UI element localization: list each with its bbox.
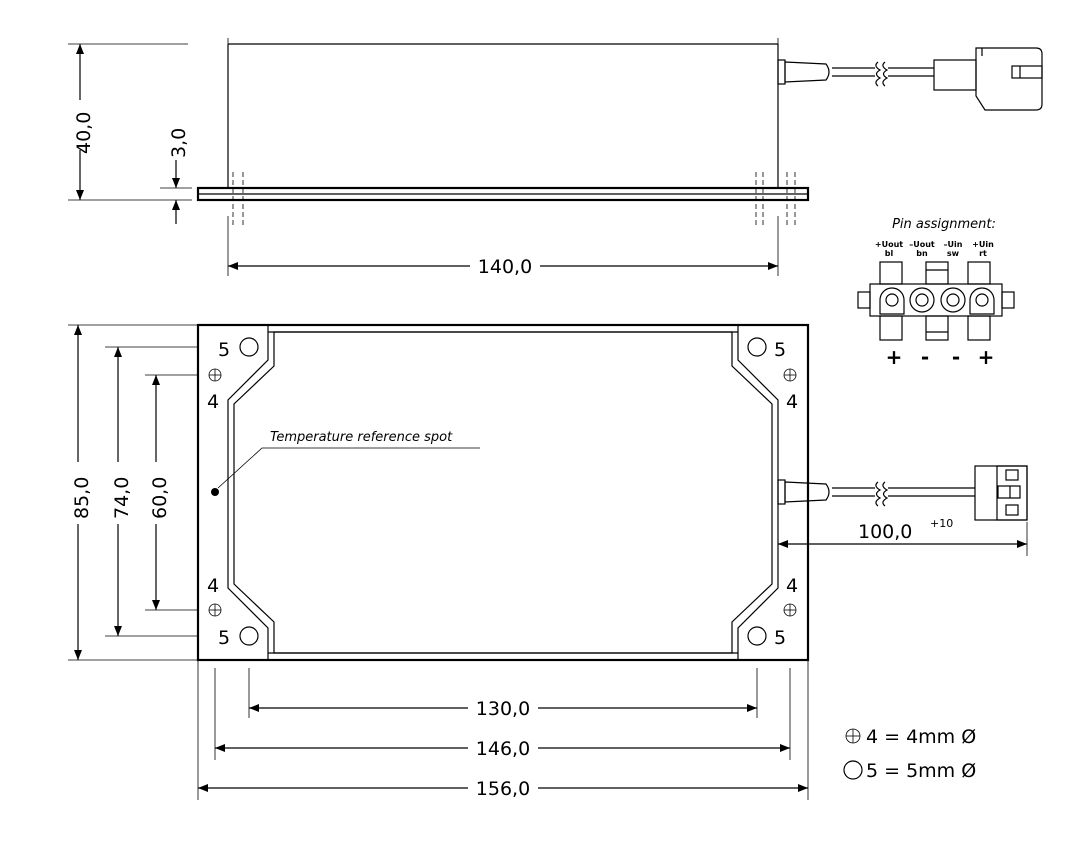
hole-5mm-icon <box>239 626 259 646</box>
temperature-spot-dot <box>211 488 219 496</box>
top-view: 5 5 5 5 4 4 4 4 Temperature reference sp… <box>64 323 1028 800</box>
pin-4-sign: + <box>978 345 995 369</box>
hole-4mm-icon <box>208 368 222 382</box>
dim-height-label: 40,0 <box>73 112 95 154</box>
dim-cable-label: 100,0 <box>858 521 912 543</box>
pin-4-name: +Uin <box>972 240 994 249</box>
side-housing-outline <box>227 43 779 188</box>
pin-1-sign: + <box>886 345 903 369</box>
legend-hole4: 4 = 4mm Ø <box>866 726 976 748</box>
temperature-reference-label: Temperature reference spot <box>270 430 453 445</box>
pin-3-sign: - <box>952 345 960 369</box>
hole-5mm-legend-icon <box>843 760 863 780</box>
dim-length-label: 140,0 <box>478 256 532 278</box>
hole-label-bl5: 5 <box>218 627 230 649</box>
pin-4-color: rt <box>979 249 987 258</box>
dim-cable-tolerance: +10 <box>930 517 953 530</box>
pin-2-sign: - <box>921 345 929 369</box>
pin-3-name: –Uin <box>944 240 963 249</box>
dim-85-label: 85,0 <box>71 477 93 519</box>
dim-146-label: 146,0 <box>476 738 530 760</box>
dim-130-label: 130,0 <box>476 698 530 720</box>
hole-4mm-icon <box>783 368 797 382</box>
pin-1-color: bl <box>885 249 894 258</box>
hole-label-tr5: 5 <box>774 339 786 361</box>
dim-flange-label: 3,0 <box>168 128 190 158</box>
hole-label-br5: 5 <box>774 627 786 649</box>
hole-label-tr4: 4 <box>786 391 798 413</box>
connector-face-icon <box>857 261 1015 341</box>
dim-74-label: 74,0 <box>111 477 133 519</box>
top-plate-outline <box>196 323 810 662</box>
dim-156-label: 156,0 <box>476 778 530 800</box>
pin-assignment: Pin assignment: +Uout bl –Uout bn –Uin s… <box>857 217 1015 369</box>
legend-hole5: 5 = 5mm Ø <box>866 760 976 782</box>
pin-1-name: +Uout <box>875 240 903 249</box>
pin-assignment-title: Pin assignment: <box>892 217 996 232</box>
hole-label-bl4: 4 <box>207 575 219 597</box>
hole-4mm-legend-icon <box>845 728 861 744</box>
housing-inner-outline <box>233 331 773 654</box>
hole-5mm-icon <box>747 626 767 646</box>
hole-label-br4: 4 <box>786 575 798 597</box>
hole-legend: 4 = 4mm Ø 5 = 5mm Ø <box>843 726 976 782</box>
hole-label-tl4: 4 <box>207 391 219 413</box>
hole-4mm-icon <box>783 603 797 617</box>
pin-3-color: sw <box>947 249 960 258</box>
dim-60-label: 60,0 <box>149 477 171 519</box>
hole-label-tl5: 5 <box>218 339 230 361</box>
top-cable-connector <box>777 465 1028 521</box>
side-cable-connector <box>777 47 1043 111</box>
pin-2-color: bn <box>916 249 928 258</box>
hole-5mm-icon <box>747 337 767 357</box>
hole-5mm-icon <box>239 337 259 357</box>
side-view: 40,0 3,0 140,0 <box>66 38 1043 278</box>
pin-2-name: –Uout <box>909 240 935 249</box>
hole-4mm-icon <box>208 603 222 617</box>
